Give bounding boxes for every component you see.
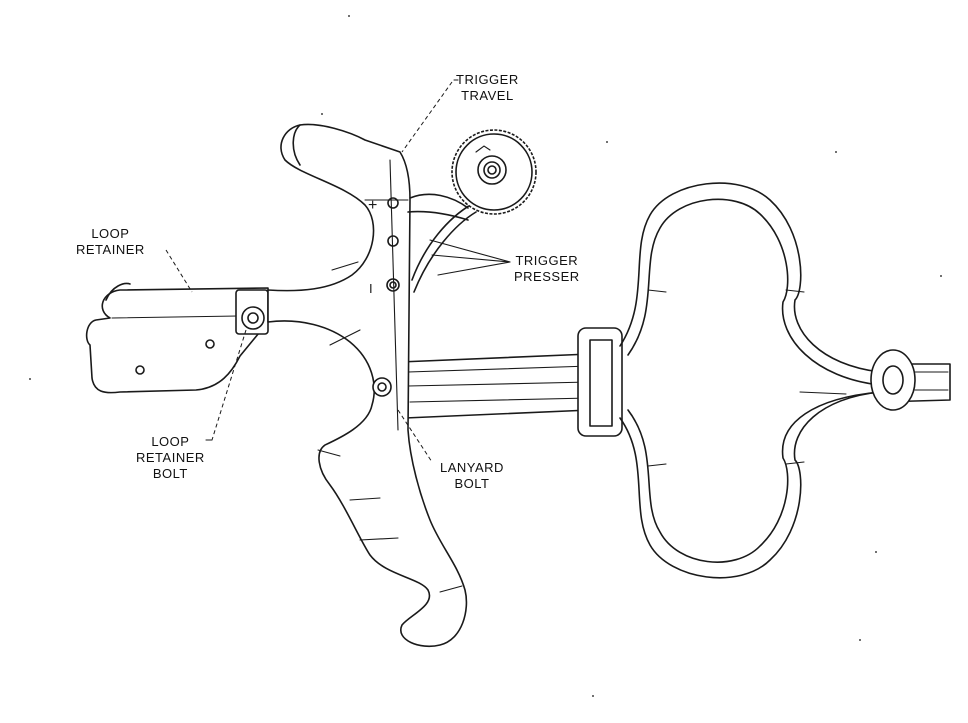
scan-specks	[29, 15, 942, 697]
release-body	[267, 123, 468, 648]
label-loop-retainer-line1: LOOP	[91, 226, 130, 241]
label-trigger-travel-line1: TRIGGER	[456, 72, 519, 87]
lanyard-eyelet	[870, 349, 951, 411]
label-trigger-travel: TRIGGER TRAVEL	[456, 72, 519, 104]
label-lanyard-bolt-line2: BOLT	[454, 476, 490, 491]
minus-marking: I	[369, 281, 373, 296]
adjustment-holes	[386, 197, 400, 292]
label-trigger-presser-line1: TRIGGER	[515, 253, 579, 268]
label-loop-retainer-bolt-line1: LOOP	[151, 434, 190, 449]
loop-retainer	[85, 282, 269, 394]
lanyard-bolt-head	[372, 377, 392, 397]
lanyard-loop	[619, 182, 881, 579]
label-trigger-presser-line2: PRESSER	[514, 269, 580, 284]
label-trigger-presser: TRIGGER PRESSER	[514, 253, 580, 285]
label-lanyard-bolt-line1: LANYARD	[440, 460, 504, 475]
label-loop-retainer-bolt-line2: RETAINER	[136, 450, 205, 465]
label-loop-retainer-bolt-line3: BOLT	[152, 466, 188, 481]
plus-marking: +	[368, 197, 377, 214]
lanyard-connector	[577, 327, 623, 437]
label-loop-retainer-line2: RETAINER	[76, 242, 145, 257]
label-loop-retainer-bolt: LOOP RETAINER BOLT	[136, 434, 205, 482]
lanyard-strap	[399, 353, 591, 419]
label-trigger-travel-line2: TRAVEL	[461, 88, 514, 103]
loop-retainer-bolt	[241, 306, 265, 330]
leader-lines	[165, 79, 511, 463]
trigger-travel-wheel	[451, 129, 537, 215]
label-lanyard-bolt: LANYARD BOLT	[440, 460, 504, 492]
trigger-presser	[407, 193, 477, 293]
label-loop-retainer: LOOP RETAINER	[76, 226, 145, 258]
